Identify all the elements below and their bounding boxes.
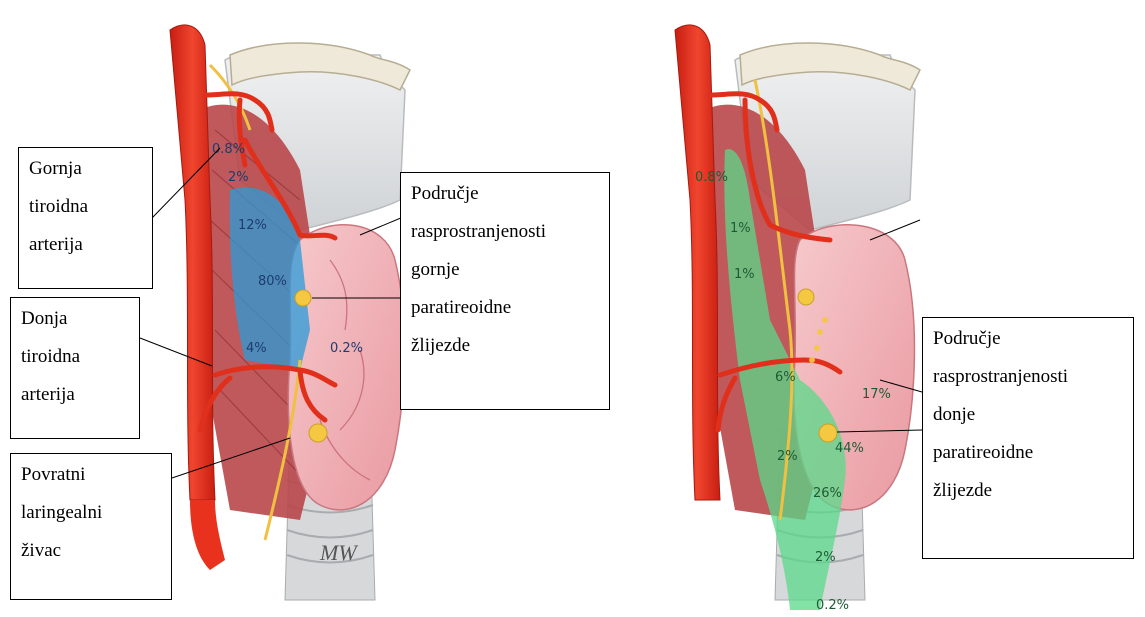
label-line: laringealni — [21, 494, 161, 532]
label-line: živac — [21, 532, 161, 570]
label-line: Povratni — [21, 456, 161, 494]
label-inferior-parathyroid-area: Područje rasprostranjenosti donje parati… — [922, 317, 1134, 559]
pct-right-7: 26% — [813, 486, 842, 501]
label-recurrent-laryngeal-nerve: Povratni laringealni živac — [10, 453, 172, 600]
pct-left-1: 2% — [228, 170, 249, 185]
label-line: žlijezde — [933, 472, 1123, 510]
pct-right-5: 44% — [835, 441, 864, 456]
label-line: rasprostranjenosti — [411, 213, 599, 251]
label-line: Gornja — [29, 150, 142, 188]
label-line: donje — [933, 396, 1123, 434]
label-line: žlijezde — [411, 327, 599, 365]
label-line: Donja — [21, 300, 129, 338]
pct-left-3: 80% — [258, 274, 287, 289]
label-line: tiroidna — [29, 188, 142, 226]
label-superior-thyroid-artery: Gornja tiroidna arterija — [18, 147, 153, 289]
label-line: rasprostranjenosti — [933, 358, 1123, 396]
pct-right-8: 2% — [815, 550, 836, 565]
label-superior-parathyroid-area: Područje rasprostranjenosti gornje parat… — [400, 172, 610, 410]
label-line: arterija — [21, 376, 129, 414]
carotid-lower — [190, 500, 225, 570]
pct-right-9: 0.2% — [816, 598, 849, 612]
pct-right-4: 17% — [862, 387, 891, 402]
pct-right-6: 2% — [777, 449, 798, 464]
pct-left-0: 0.8% — [212, 142, 245, 157]
label-line: Područje — [411, 175, 599, 213]
pct-left-2: 12% — [238, 218, 267, 233]
label-inferior-thyroid-artery: Donja tiroidna arterija — [10, 297, 140, 439]
label-line: paratireoidne — [933, 434, 1123, 472]
pct-right-3: 6% — [775, 370, 796, 385]
right-panel: 0.8% 1% 1% 6% 17% 44% 2% 26% 2% 0.2% — [675, 25, 922, 612]
artist-signature: MW — [319, 540, 358, 565]
label-line: arterija — [29, 226, 142, 264]
pct-right-1: 1% — [730, 221, 751, 236]
label-line: Područje — [933, 320, 1123, 358]
thyroid-lobe — [288, 225, 404, 510]
label-line: tiroidna — [21, 338, 129, 376]
pct-left-5: 0.2% — [330, 341, 363, 356]
pct-right-2: 1% — [734, 267, 755, 282]
label-line: paratireoidne — [411, 289, 599, 327]
pct-left-4: 4% — [246, 341, 267, 356]
left-panel: 0.8% 2% 12% 80% 4% 0.2% MW — [140, 25, 410, 600]
superior-parathyroid-gland — [295, 290, 311, 306]
label-line: gornje — [411, 251, 599, 289]
superior-parathyroid-gland-right — [798, 289, 814, 305]
inferior-parathyroid-gland — [309, 424, 327, 442]
pct-right-0: 0.8% — [695, 170, 728, 185]
inferior-parathyroid-gland-right — [819, 424, 837, 442]
